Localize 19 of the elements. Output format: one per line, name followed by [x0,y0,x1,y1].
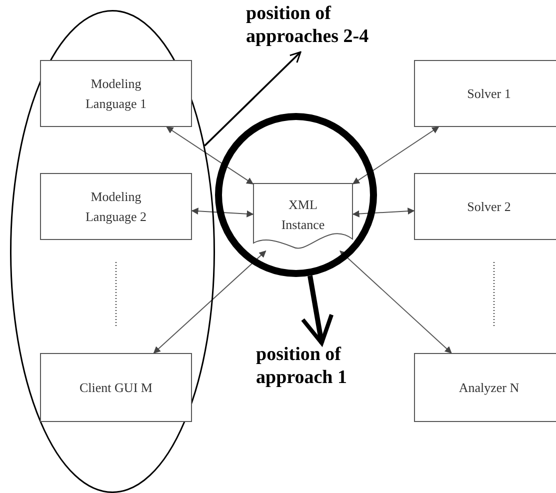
arrow [153,250,266,354]
document-shape: XML Instance [253,183,353,251]
grouping-ellipse [10,10,215,493]
arrow [300,275,334,346]
arrow [166,126,254,184]
highlight-circle [215,113,377,277]
process-box: Solver 2 [414,173,556,240]
callout-label: position of approach 1 [256,343,396,393]
arrow [204,51,302,146]
process-box: Modeling Language 1 [40,60,192,127]
callout-label: position of approaches 2-4 [246,2,406,52]
arrow [340,250,452,354]
arrow [191,208,254,218]
process-box: Modeling Language 2 [40,173,192,240]
arrow [352,126,440,184]
process-box: Analyzer N [414,353,556,422]
arrow [352,208,415,218]
process-box: Client GUI M [40,353,192,422]
process-box: Solver 1 [414,60,556,127]
